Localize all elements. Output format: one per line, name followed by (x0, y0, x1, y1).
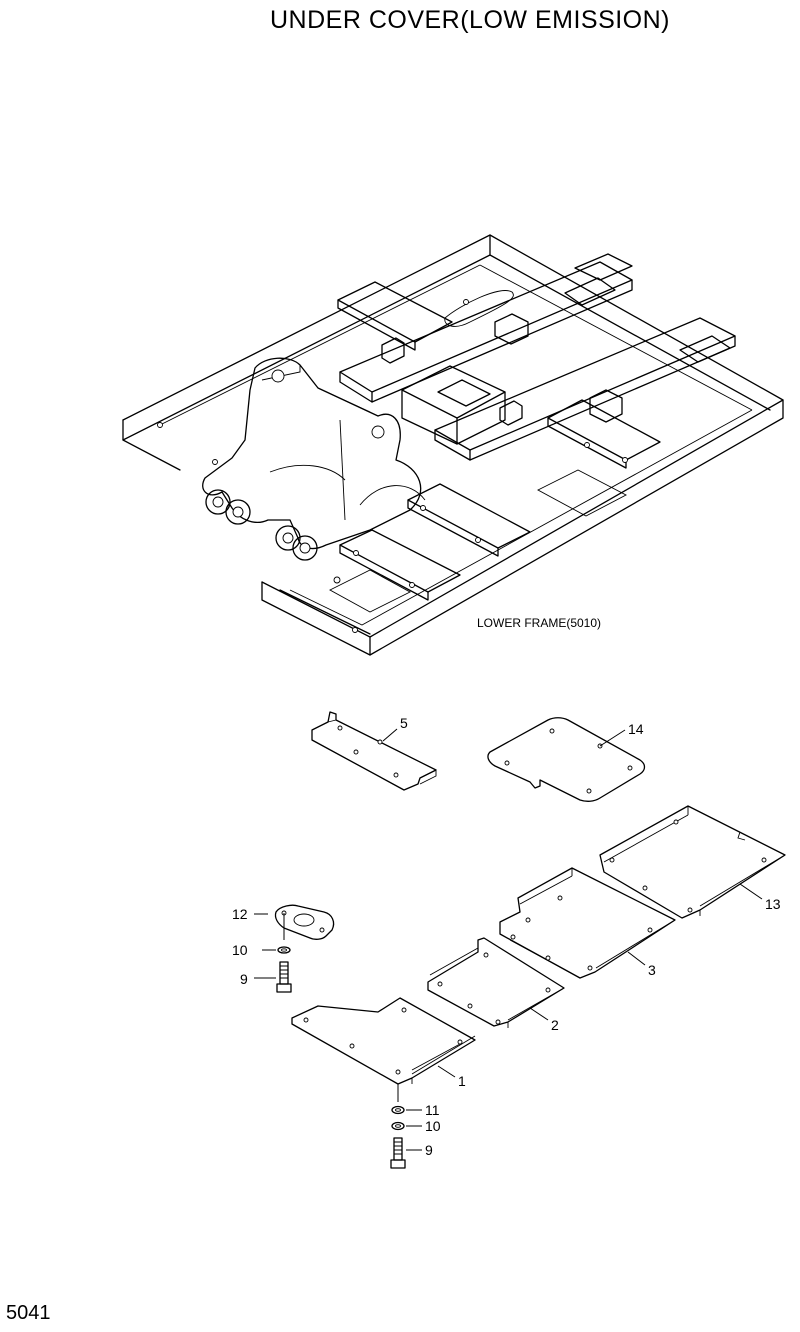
part-1-cover (291, 997, 476, 1085)
callout-12: 12 (232, 906, 248, 922)
callout-11: 11 (425, 1102, 440, 1118)
callout-13: 13 (765, 896, 781, 912)
callout-2: 2 (551, 1017, 559, 1033)
part-5-cover (311, 711, 437, 791)
page-number: 5041 (6, 1302, 51, 1324)
callout-10-lower: 10 (425, 1118, 441, 1134)
part-2-cover (427, 937, 565, 1028)
part-13-cover (599, 805, 786, 919)
callout-9-lower: 9 (425, 1142, 433, 1158)
callout-5: 5 (400, 715, 408, 731)
part-3-cover (499, 867, 676, 979)
part-14-cover (487, 717, 646, 802)
callout-14: 14 (628, 721, 644, 737)
callout-3: 3 (648, 962, 656, 978)
frame-label: LOWER FRAME(5010) (477, 616, 601, 630)
upper-hardware (254, 904, 335, 993)
diagram-title: UNDER COVER(LOW EMISSION) (269, 6, 671, 34)
lower-frame (122, 234, 784, 656)
callout-10-upper: 10 (232, 942, 248, 958)
callout-9-upper: 9 (240, 971, 248, 987)
lower-hardware (390, 1084, 422, 1169)
callout-1: 1 (458, 1073, 466, 1089)
